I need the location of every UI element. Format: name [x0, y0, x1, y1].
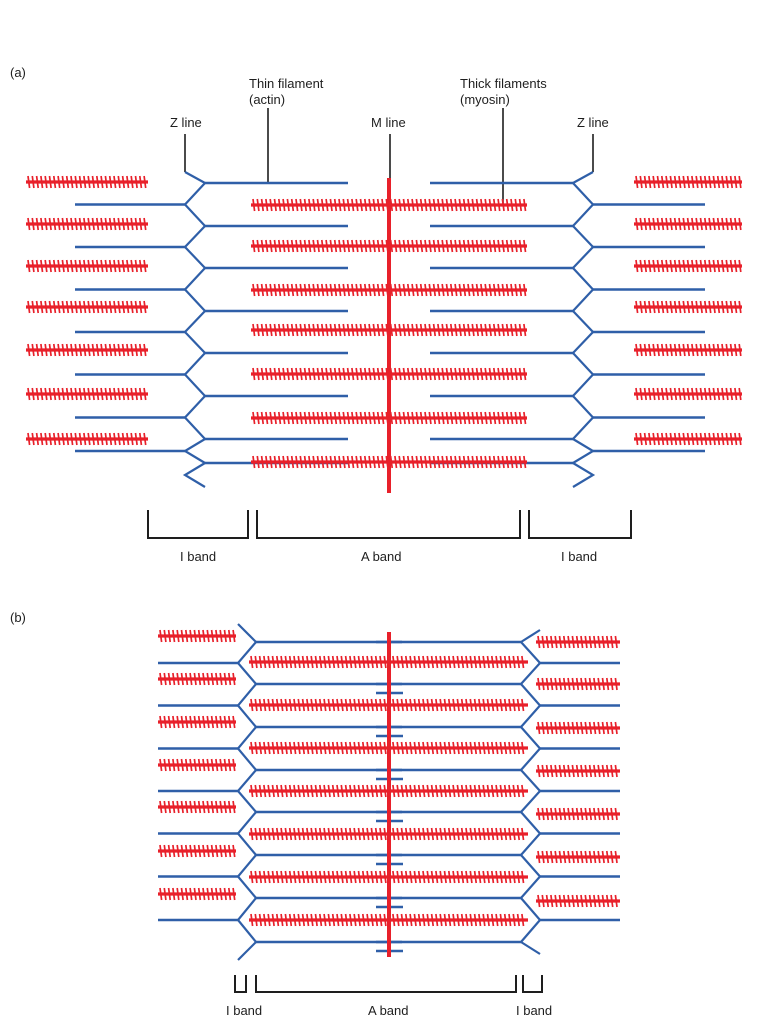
z-line-right-segment	[572, 225, 595, 269]
thick-filament-outer-right	[536, 721, 620, 735]
thin-filament-label: Thin filament	[249, 76, 324, 91]
thick-filament-outer-right	[536, 764, 620, 778]
z-line-left-top	[184, 171, 206, 184]
z-line-right-bottom	[520, 941, 541, 955]
thick-filament-outer-right	[536, 807, 620, 821]
i-band-right-label: I band	[561, 549, 597, 564]
i-band-right-bracket-contracted	[522, 975, 543, 993]
thick-filament-outer-right	[634, 343, 742, 357]
thick-filament-label: Thick filaments	[460, 76, 547, 91]
thick-filament-outer-right	[634, 387, 742, 401]
thick-filament-outer-left	[26, 175, 148, 189]
z-line-right-segment	[572, 438, 596, 464]
z-line-left-segment	[183, 267, 206, 312]
thick-filament-outer-right	[634, 259, 742, 273]
z-line-left-segment	[183, 310, 206, 354]
thin-filament-sublabel: (actin)	[249, 92, 285, 107]
thick-filament-outer-left	[26, 387, 148, 401]
thick-filament-outer-left	[158, 800, 236, 814]
a-band-bracket-contracted	[255, 975, 517, 993]
thick-filament-outer-right	[634, 217, 742, 231]
thick-filament-outer-left	[26, 432, 148, 446]
thick-filament-outer-left	[158, 758, 236, 772]
thick-filament-outer-left	[158, 629, 236, 643]
thick-filament-outer-left	[26, 259, 148, 273]
thick-filament-outer-right	[634, 175, 742, 189]
z-line-right-segment	[572, 395, 595, 440]
z-line-left-label: Z line	[170, 115, 202, 130]
z-line-left-segment	[183, 352, 206, 397]
thick-filament-outer-right	[536, 635, 620, 649]
i-band-left-bracket-contracted	[234, 975, 247, 993]
z-line-right-top	[572, 171, 594, 184]
thick-filament-outer-left	[158, 715, 236, 729]
panel-b-contracted-sarcomere: (b) I band A band I band	[10, 610, 620, 1018]
panel-b-thin-filaments	[158, 623, 620, 961]
thick-filament-outer-left	[158, 672, 236, 686]
z-line-left-segment	[183, 395, 206, 440]
thick-filament-outer-left	[158, 844, 236, 858]
panel-a-thick-filaments	[26, 175, 742, 469]
panel-b-label: (b)	[10, 610, 26, 625]
z-line-left-top	[237, 623, 257, 643]
thick-filament-outer-right	[634, 432, 742, 446]
a-band-label-contracted: A band	[368, 1003, 409, 1018]
thick-filament-outer-right	[634, 300, 742, 314]
z-line-right-bottom	[572, 462, 596, 488]
z-line-left-segment	[182, 438, 206, 464]
z-line-right-segment	[572, 267, 595, 312]
a-band-label: A band	[361, 549, 402, 564]
z-line-left-segment	[183, 225, 206, 269]
i-band-left-label-contracted: I band	[226, 1003, 262, 1018]
panel-a-label: (a)	[10, 65, 26, 80]
panel-a-relaxed-sarcomere: (a) Thin filament (actin) Thick filament…	[10, 65, 742, 564]
thick-filament-outer-left	[26, 217, 148, 231]
m-line-label: M line	[371, 115, 406, 130]
thick-filament-outer-right	[536, 894, 620, 908]
thick-filament-outer-left	[26, 300, 148, 314]
thick-filament-outer-left	[158, 887, 236, 901]
z-line-right-top	[520, 629, 541, 643]
thick-filament-outer-right	[536, 850, 620, 864]
z-line-right-segment	[572, 182, 595, 227]
z-line-left-segment	[183, 182, 206, 227]
z-line-right-segment	[572, 352, 595, 397]
thick-filament-outer-left	[26, 343, 148, 357]
thick-filament-outer-right	[536, 677, 620, 691]
i-band-right-label-contracted: I band	[516, 1003, 552, 1018]
thick-filament-sublabel: (myosin)	[460, 92, 510, 107]
z-line-left-bottom	[182, 462, 206, 488]
z-line-right-segment	[572, 310, 595, 354]
i-band-right-bracket	[528, 510, 632, 539]
z-line-left-bottom	[237, 941, 257, 961]
a-band-bracket	[256, 510, 521, 539]
i-band-left-bracket	[147, 510, 249, 539]
z-line-right-label: Z line	[577, 115, 609, 130]
i-band-left-label: I band	[180, 549, 216, 564]
